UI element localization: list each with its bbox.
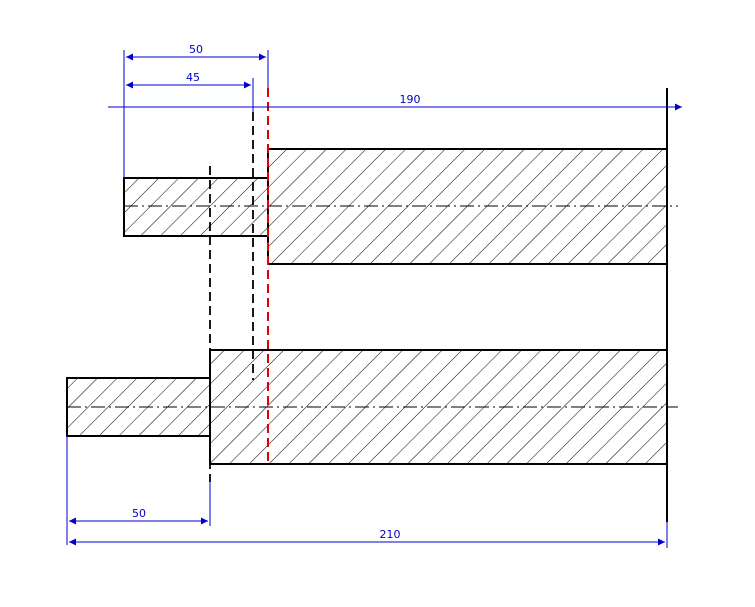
lower-shaft <box>66 377 211 437</box>
dimension-bottom-210-label: 210 <box>380 528 401 541</box>
dimension-bottom-50 <box>66 436 211 545</box>
dimension-top-45 <box>126 78 254 112</box>
upper-part <box>123 148 678 265</box>
dimension-top-50-label: 50 <box>189 43 203 56</box>
lower-part <box>66 349 678 465</box>
dimension-top-190-label: 190 <box>400 93 421 106</box>
dimension-bottom-50-label: 50 <box>132 507 146 520</box>
upper-shaft <box>123 177 269 237</box>
dimension-top-50 <box>123 50 269 178</box>
dimension-top-45-label: 45 <box>186 71 200 84</box>
dimension-bottom-210 <box>69 522 668 548</box>
